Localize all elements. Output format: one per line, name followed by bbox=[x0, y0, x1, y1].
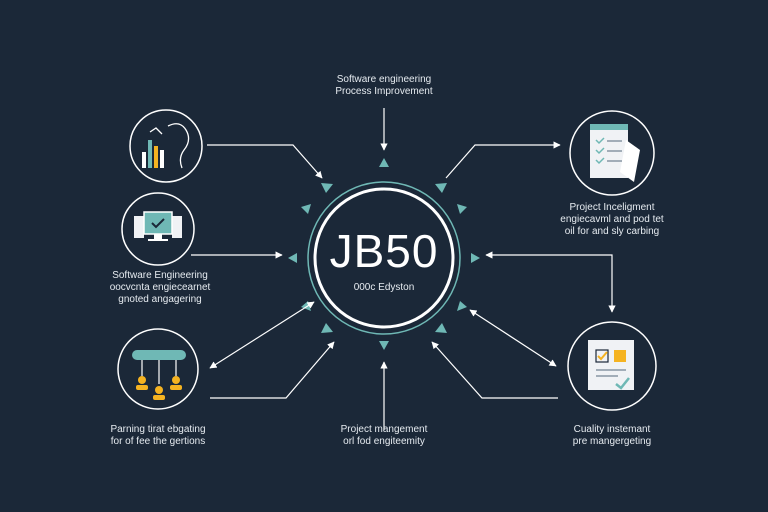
connector-top-right bbox=[445, 141, 561, 179]
report-node bbox=[567, 321, 657, 411]
monitor-check-icon bbox=[134, 211, 182, 241]
label-top-right-line2: engiecavml and pod tet bbox=[560, 214, 664, 225]
label-top-line2: Process Improvement bbox=[335, 86, 433, 97]
report-check-icon bbox=[588, 340, 634, 390]
label-bottom: Project mangement orl fod engiteemity bbox=[304, 424, 464, 448]
monitor-node bbox=[121, 192, 195, 266]
label-bottom-left-line1: Parning tirat ebgating bbox=[110, 424, 206, 435]
triangle-marker-bottom-left bbox=[321, 323, 333, 333]
label-bottom-right: Cuality instemant pre mangergeting bbox=[532, 424, 692, 448]
triangle-marker-top-right bbox=[435, 183, 447, 193]
center-node bbox=[307, 181, 461, 335]
triangle-marker-right-upper bbox=[457, 204, 467, 214]
triangle-marker-right-lower bbox=[457, 301, 467, 311]
triangle-marker-bottom bbox=[379, 341, 389, 350]
team-node bbox=[117, 328, 199, 410]
label-bottom-line2: orl fod engiteemity bbox=[343, 436, 425, 447]
triangle-marker-top-left bbox=[321, 183, 333, 193]
org-chart-icon bbox=[132, 350, 186, 400]
label-left-line3: gnoted angagering bbox=[118, 294, 202, 305]
bar-chart-icon bbox=[142, 123, 190, 169]
connector-bottom-right bbox=[431, 341, 558, 399]
label-top: Software engineering Process Improvement bbox=[304, 74, 464, 98]
connector-bottom-left bbox=[210, 341, 335, 399]
checklist-node bbox=[569, 110, 655, 196]
label-top-line1: Software engineering bbox=[336, 74, 432, 85]
triangle-marker-left-upper bbox=[301, 204, 311, 214]
label-top-right-line1: Project Inceligment bbox=[569, 202, 655, 213]
label-bottom-right-line2: pre mangergeting bbox=[572, 436, 652, 447]
triangle-marker-right bbox=[471, 253, 480, 263]
connector-bottom-left-diag bbox=[209, 301, 315, 369]
label-top-right: Project Inceligment engiecavml and pod t… bbox=[532, 202, 692, 238]
label-bottom-right-line1: Cuality instemant bbox=[573, 424, 651, 435]
label-left: Software Engineering oocvcnta engiecearn… bbox=[80, 270, 240, 306]
connector-right bbox=[485, 251, 616, 313]
label-bottom-left-line2: for of fee the gertions bbox=[110, 436, 206, 447]
triangle-marker-top bbox=[379, 158, 389, 167]
triangle-marker-bottom-right bbox=[435, 323, 447, 333]
connector-top-left bbox=[207, 144, 323, 179]
connector-bottom-right-diag bbox=[469, 309, 557, 367]
label-left-line1: Software Engineering bbox=[112, 270, 208, 281]
label-left-line2: oocvcnta engiecearnet bbox=[109, 282, 211, 293]
connectors bbox=[191, 108, 616, 430]
center-title: JB50 bbox=[329, 225, 439, 277]
label-top-right-line3: oil for and sly carbing bbox=[564, 226, 660, 237]
checklist-document-icon bbox=[590, 124, 640, 182]
center-subtitle: 000c Edyston bbox=[353, 282, 415, 293]
chart-node bbox=[129, 109, 203, 183]
triangle-marker-left bbox=[288, 253, 297, 263]
label-bottom-left: Parning tirat ebgating for of fee the ge… bbox=[78, 424, 238, 448]
label-bottom-line1: Project mangement bbox=[340, 424, 428, 435]
